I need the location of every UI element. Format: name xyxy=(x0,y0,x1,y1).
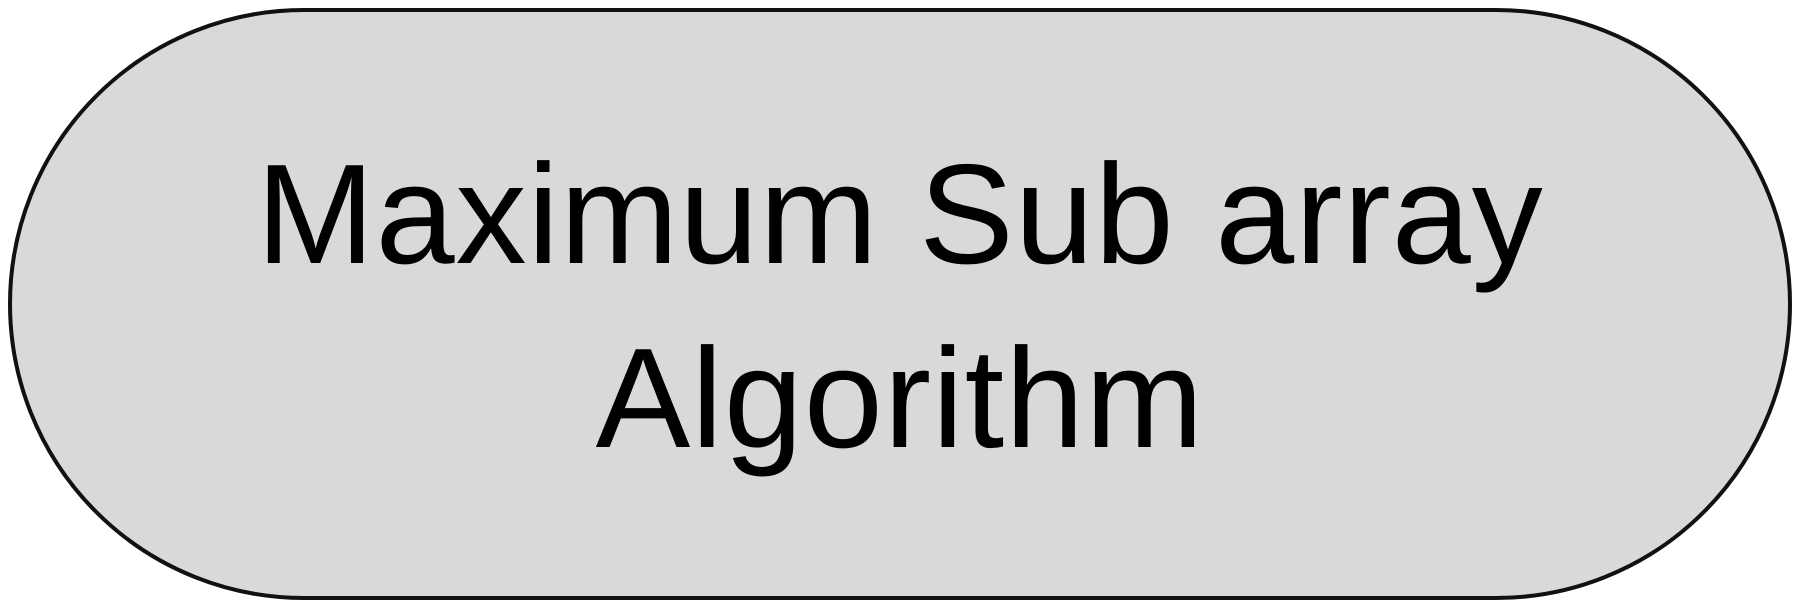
algorithm-node: Maximum Sub array Algorithm xyxy=(8,8,1792,600)
node-label: Maximum Sub array Algorithm xyxy=(150,123,1650,491)
node-label-line-1: Maximum Sub array xyxy=(256,135,1544,294)
node-label-line-2: Algorithm xyxy=(595,319,1205,478)
